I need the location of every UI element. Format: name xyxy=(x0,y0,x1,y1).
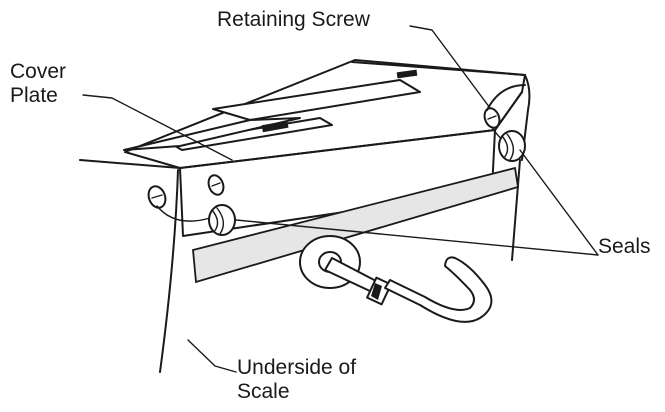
scale-top-face xyxy=(124,59,526,169)
hook xyxy=(299,235,493,323)
label-cover-plate-line2: Plate xyxy=(10,84,58,107)
label-underside-line1: Underside of xyxy=(237,356,357,379)
front-bar xyxy=(192,166,520,284)
right-hardware xyxy=(483,84,526,162)
scale-front-face xyxy=(179,129,496,237)
hook-body xyxy=(384,256,493,323)
label-seals: Seals xyxy=(598,235,651,258)
label-underside-line2: Scale xyxy=(237,380,290,403)
leader-underside xyxy=(187,339,237,373)
leader-cover-plate xyxy=(82,94,233,161)
label-retaining-screw: Retaining Screw xyxy=(217,8,370,31)
leader-seal-left xyxy=(235,219,599,256)
label-cover-plate-line1: Cover xyxy=(10,60,67,83)
left-seal-wire xyxy=(156,205,211,222)
body-top-edge xyxy=(351,61,526,76)
right-seal-icon xyxy=(498,130,526,162)
top-latch xyxy=(396,69,418,79)
label-underside-of-scale: Underside of Scale xyxy=(237,356,387,404)
label-cover-plate: Cover Plate xyxy=(10,60,120,108)
cover-plate-latch xyxy=(261,120,289,133)
underside-left-line xyxy=(159,169,179,373)
cover-plate-outer xyxy=(212,79,421,121)
left-hardware xyxy=(147,174,236,236)
hook-collar-shade xyxy=(371,283,382,300)
leader-lines xyxy=(82,25,599,373)
body-left-edge xyxy=(79,159,181,169)
leader-seal-right xyxy=(519,149,599,256)
leader-retaining-screw xyxy=(409,25,491,109)
left-seal-icon xyxy=(208,204,236,236)
underside-right-line xyxy=(511,159,521,261)
cover-plate xyxy=(123,69,421,151)
cover-plate-inner xyxy=(123,117,301,151)
